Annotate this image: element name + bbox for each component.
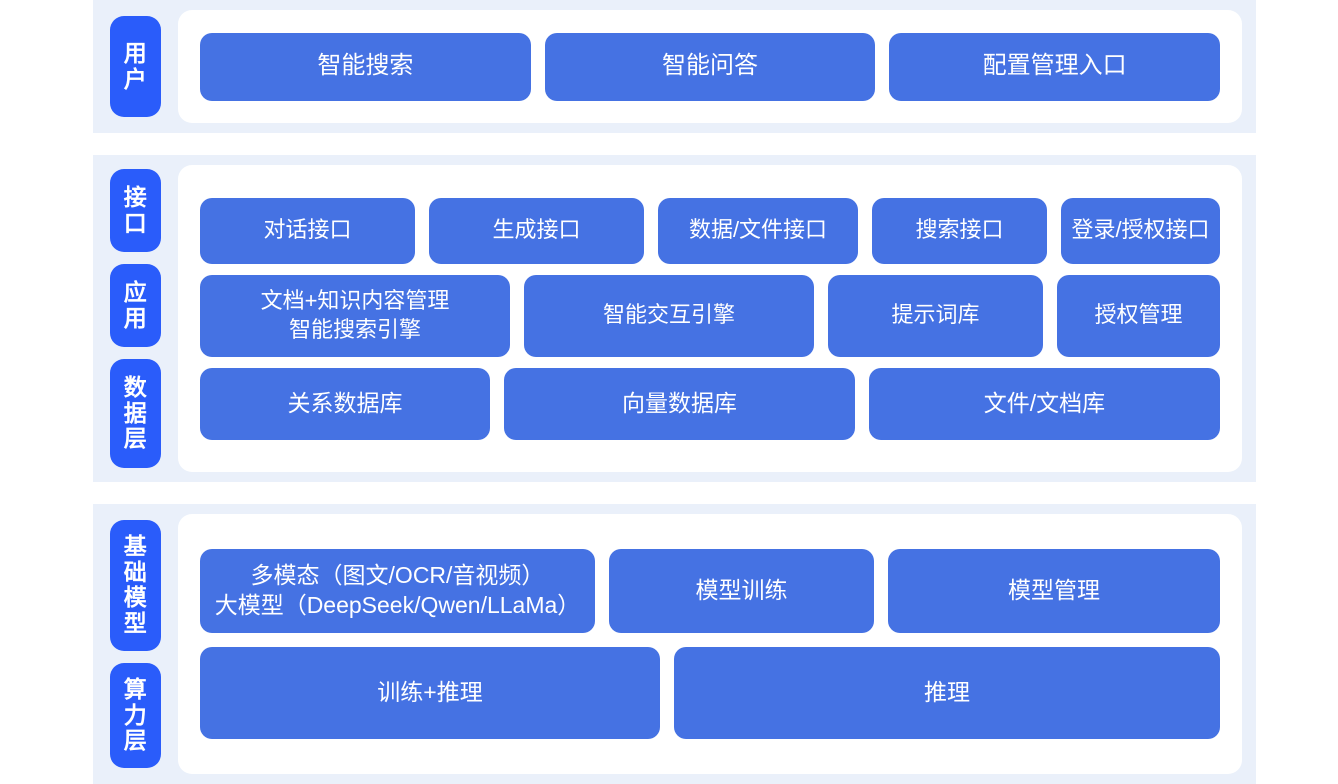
row-user-entries: 智能搜索 智能问答 配置管理入口	[200, 32, 1221, 101]
layer-tab-interface-char-1: 口	[123, 209, 148, 236]
row-application: 文档+知识内容管理 智能搜索引擎 智能交互引擎 提示词库 授权管理	[200, 274, 1220, 357]
card-user: 智能搜索 智能问答 配置管理入口	[178, 10, 1242, 123]
layer-tab-base-model[interactable]: 基 础 模 型	[110, 520, 161, 651]
section-bottom: 基 础 模 型 算 力 层 多模态（图文/OCR/音视频） 大模型（DeepSe…	[93, 504, 1256, 784]
row-interface: 对话接口 生成接口 数据/文件接口 搜索接口 登录/授权接口	[200, 197, 1220, 264]
node-search-api[interactable]: 搜索接口	[872, 197, 1047, 264]
node-inference[interactable]: 推理	[674, 647, 1220, 739]
layer-tab-compute-char-1: 力	[123, 701, 148, 728]
node-authorization-management[interactable]: 授权管理	[1057, 274, 1220, 357]
node-model-training[interactable]: 模型训练	[609, 549, 874, 633]
node-vector-database[interactable]: 向量数据库	[504, 367, 855, 440]
node-file-document-store[interactable]: 文件/文档库	[869, 367, 1220, 440]
node-generation-api[interactable]: 生成接口	[429, 197, 644, 264]
row-compute: 训练+推理 推理	[200, 647, 1220, 739]
layer-tab-data[interactable]: 数 据 层	[110, 359, 161, 468]
layer-tab-interface[interactable]: 接 口	[110, 169, 161, 253]
row-data: 关系数据库 向量数据库 文件/文档库	[200, 367, 1220, 440]
layer-tab-base-model-char-2: 模	[123, 584, 148, 611]
node-multimodal-llm[interactable]: 多模态（图文/OCR/音视频） 大模型（DeepSeek/Qwen/LLaMa）	[200, 549, 595, 633]
layer-tab-application[interactable]: 应 用	[110, 264, 161, 348]
layer-tab-data-char-1: 据	[123, 399, 148, 426]
layer-tab-compute-char-2: 层	[123, 727, 148, 754]
architecture-diagram: 用 户 智能搜索 智能问答 配置管理入口 接 口 应 用 数	[93, 0, 1256, 784]
layer-tab-data-char-2: 层	[123, 425, 148, 452]
layer-tab-compute[interactable]: 算 力 层	[110, 662, 161, 768]
layer-tab-compute-char-0: 算	[123, 675, 148, 702]
section-gap-2	[93, 482, 1256, 504]
tab-column-middle: 接 口 应 用 数 据 层	[93, 155, 178, 482]
card-middle: 对话接口 生成接口 数据/文件接口 搜索接口 登录/授权接口 文档+知识内容管理…	[178, 165, 1242, 472]
node-training-plus-inference[interactable]: 训练+推理	[200, 647, 660, 739]
card-bottom: 多模态（图文/OCR/音视频） 大模型（DeepSeek/Qwen/LLaMa）…	[178, 514, 1242, 774]
tab-column-bottom: 基 础 模 型 算 力 层	[93, 504, 178, 784]
row-base-model: 多模态（图文/OCR/音视频） 大模型（DeepSeek/Qwen/LLaMa）…	[200, 549, 1220, 633]
node-data-file-api[interactable]: 数据/文件接口	[658, 197, 858, 264]
node-relational-database[interactable]: 关系数据库	[200, 367, 490, 440]
node-prompt-library[interactable]: 提示词库	[828, 274, 1043, 357]
section-user: 用 户 智能搜索 智能问答 配置管理入口	[93, 0, 1256, 133]
section-gap-1	[93, 133, 1256, 155]
layer-tab-user-char-1: 户	[123, 65, 148, 92]
node-dialog-api[interactable]: 对话接口	[200, 197, 415, 264]
node-config-management-entry[interactable]: 配置管理入口	[889, 32, 1221, 101]
layer-tab-user[interactable]: 用 户	[110, 16, 161, 117]
layer-tab-base-model-char-0: 基	[123, 532, 148, 559]
tab-column-user: 用 户	[93, 0, 178, 133]
section-middle: 接 口 应 用 数 据 层 对话接口 生成接口 数据/文件接口 搜索接口 登录/…	[93, 155, 1256, 482]
layer-tab-application-char-0: 应	[123, 278, 148, 305]
node-smart-interaction-engine[interactable]: 智能交互引擎	[524, 274, 814, 357]
layer-tab-data-char-0: 数	[123, 373, 148, 400]
layer-tab-interface-char-0: 接	[123, 183, 148, 210]
node-smart-search[interactable]: 智能搜索	[200, 32, 531, 101]
node-doc-knowledge-management[interactable]: 文档+知识内容管理 智能搜索引擎	[200, 274, 510, 357]
layer-tab-base-model-char-3: 型	[123, 610, 148, 637]
layer-tab-application-char-1: 用	[123, 304, 148, 331]
node-login-auth-api[interactable]: 登录/授权接口	[1061, 197, 1220, 264]
layer-tab-base-model-char-1: 础	[123, 558, 148, 585]
node-smart-qa[interactable]: 智能问答	[544, 32, 876, 101]
node-model-management[interactable]: 模型管理	[888, 549, 1220, 633]
layer-tab-user-char-0: 用	[123, 39, 148, 66]
